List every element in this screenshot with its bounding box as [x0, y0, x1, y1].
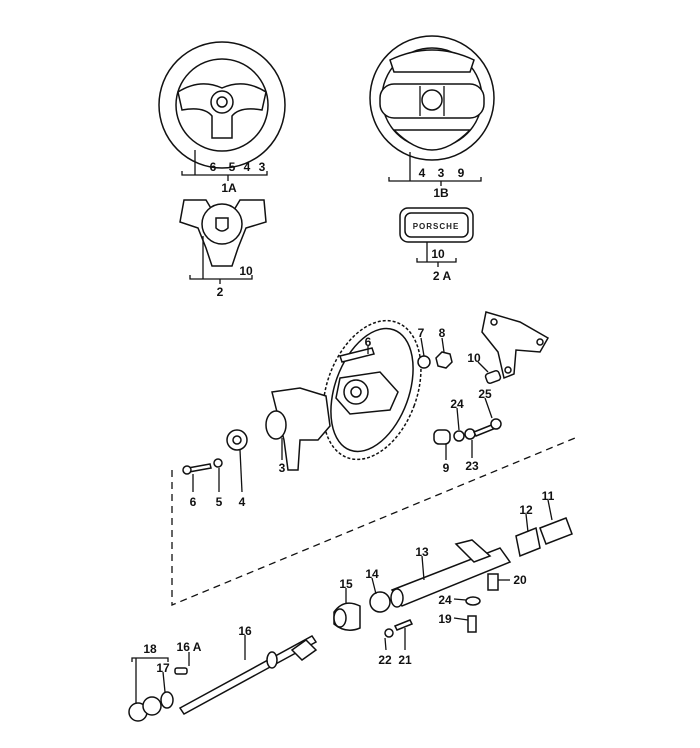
callout-24-lower: 24 — [438, 593, 452, 607]
callout-16a: 16 A — [177, 640, 202, 654]
callout-7: 7 — [418, 326, 425, 340]
steering-wheel-1b — [369, 35, 495, 161]
callout-3: 3 — [279, 461, 286, 475]
exploded-steering-wheel — [322, 319, 422, 461]
leader-lines — [131, 337, 553, 704]
label-2a-assembly: 2 A — [433, 269, 452, 283]
label-1a-part-3: 3 — [259, 160, 266, 174]
callout-14: 14 — [365, 567, 379, 581]
wheel-1b-bracket — [388, 152, 482, 186]
callout-12: 12 — [519, 503, 533, 517]
label-1a-part-5: 5 — [229, 160, 236, 174]
label-1b-part-9: 9 — [458, 166, 465, 180]
callout-6-upper: 6 — [365, 335, 372, 349]
callout-6-lower: 6 — [190, 495, 197, 509]
callout-11: 11 — [542, 489, 555, 503]
callout-19: 19 — [438, 612, 452, 626]
callout-24-upper: 24 — [450, 397, 464, 411]
callout-16: 16 — [238, 624, 252, 638]
small-parts-upper — [182, 347, 502, 475]
assembly-dashed-line — [171, 437, 576, 606]
label-2-assembly: 2 — [217, 285, 224, 299]
horn-pad-2 — [179, 199, 267, 267]
spoke-cover-10 — [481, 311, 550, 380]
wheel-1a-bracket — [181, 150, 268, 181]
callout-21: 21 — [398, 653, 412, 667]
label-1a-assembly: 1A — [221, 181, 237, 195]
callout-23: 23 — [465, 459, 479, 473]
label-1b-part-4: 4 — [419, 166, 426, 180]
callout-13: 13 — [415, 545, 429, 559]
callout-4: 4 — [239, 495, 246, 509]
callout-22: 22 — [378, 653, 392, 667]
callout-18: 18 — [143, 642, 157, 656]
label-2-part-10: 10 — [239, 264, 253, 278]
steering-column-parts — [128, 517, 573, 722]
callout-17: 17 — [156, 661, 170, 675]
label-1b-part-3: 3 — [438, 166, 445, 180]
callout-20: 20 — [513, 573, 527, 587]
callout-10: 10 — [467, 351, 481, 365]
label-1a-part-6: 6 — [210, 160, 217, 174]
label-2a-part-10: 10 — [431, 247, 445, 261]
pad-2-bracket — [189, 236, 253, 284]
callout-8: 8 — [439, 326, 446, 340]
porsche-logo: PORSCHE — [413, 222, 460, 231]
callout-9: 9 — [443, 461, 450, 475]
callout-15: 15 — [339, 577, 353, 591]
pad-2a-bracket — [416, 242, 457, 267]
label-1b-assembly: 1B — [433, 186, 449, 200]
callout-25: 25 — [478, 387, 492, 401]
label-1a-part-4: 4 — [244, 160, 251, 174]
horn-pad-2a: PORSCHE — [399, 207, 474, 243]
steering-wheel-1a — [158, 41, 286, 169]
callout-5: 5 — [216, 495, 223, 509]
hub-bracket-3 — [265, 387, 331, 471]
